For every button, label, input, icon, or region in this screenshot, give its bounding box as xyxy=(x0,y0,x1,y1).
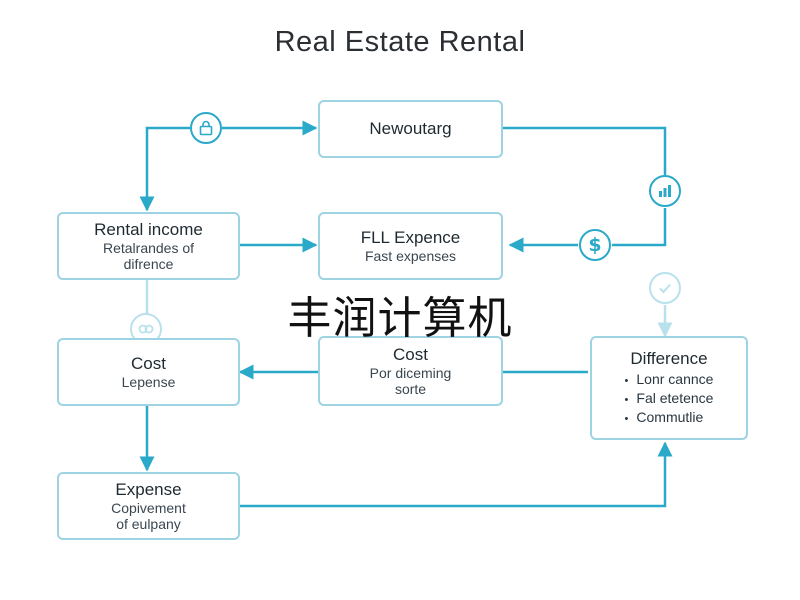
dollar-icon: $ xyxy=(579,229,611,261)
node-title: Rental income xyxy=(94,220,203,239)
node-subtitle: Retalrandes of xyxy=(102,240,195,256)
list-item: Fal etetence xyxy=(625,390,713,409)
bar-chart-icon xyxy=(649,175,681,207)
node-subtitle: Por diceming xyxy=(369,365,452,381)
watermark-text: 丰润计算机 xyxy=(287,293,513,344)
node-subtitle: difrence xyxy=(123,256,174,272)
node-subtitle: Lepense xyxy=(121,374,176,390)
node-title: Cost xyxy=(131,354,166,373)
node-difference: Difference Lonr cannce Fal etetence Comm… xyxy=(590,336,748,440)
connector-chart-to-dollar xyxy=(612,208,667,247)
lock-icon xyxy=(190,112,222,144)
diagram-title: Real Estate Rental xyxy=(274,26,526,58)
node-title: Expense xyxy=(115,480,182,499)
node-subtitle: Copivement xyxy=(111,500,186,516)
node-cost-left: Cost Lepense xyxy=(57,338,240,406)
connector-top-loop xyxy=(139,126,190,212)
difference-list: Lonr cannce Fal etetence Commutlie xyxy=(625,371,714,428)
node-expense: Expense Copivement of eulpany xyxy=(57,472,240,540)
node-subtitle: Fast expenses xyxy=(364,248,457,264)
node-fll-expence: FLL Expence Fast expenses xyxy=(318,212,503,280)
node-cost-center: Cost Por diceming sorte xyxy=(318,336,503,406)
connector-expense-to-diff xyxy=(240,441,673,508)
list-item: Commutlie xyxy=(625,409,714,428)
node-title: Newoutarg xyxy=(369,119,452,138)
node-rental-income: Rental income Retalrandes of difrence xyxy=(57,212,240,280)
check-icon xyxy=(649,272,681,304)
node-subtitle: sorte xyxy=(394,381,427,397)
connector-newoutarg-to-chart xyxy=(503,126,667,175)
node-subtitle: of eulpany xyxy=(116,516,181,532)
node-title: Cost xyxy=(393,345,428,364)
node-title: FLL Expence xyxy=(360,228,461,247)
node-title: Difference xyxy=(630,348,708,368)
node-newoutarg: Newoutarg xyxy=(318,100,503,158)
list-item: Lonr cannce xyxy=(625,371,713,390)
